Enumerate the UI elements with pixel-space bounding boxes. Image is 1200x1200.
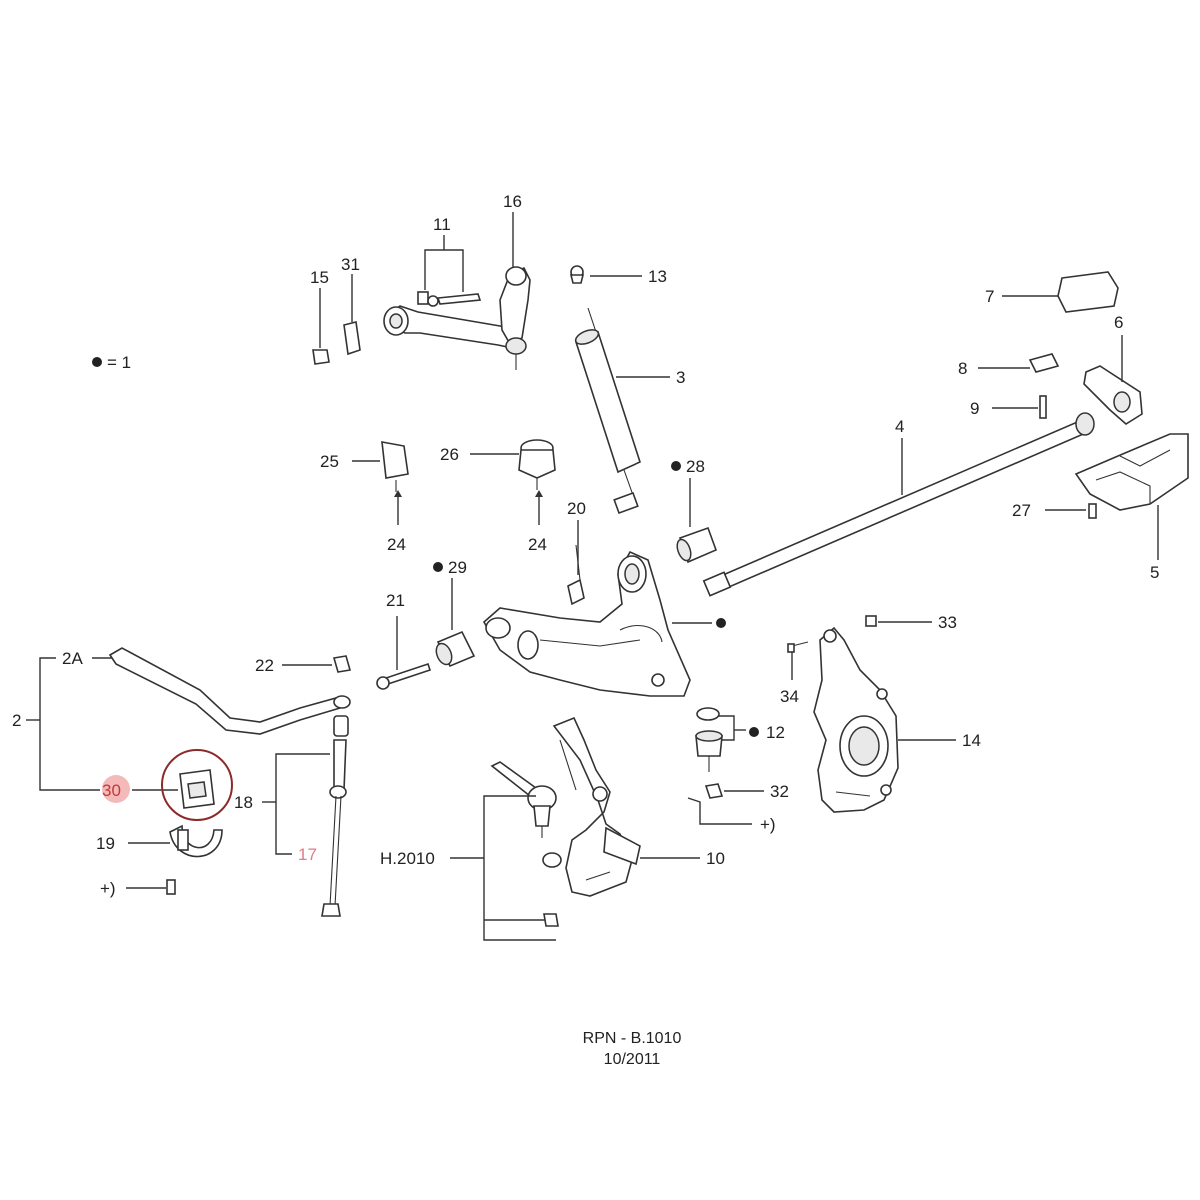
callout-34: 34 [780, 687, 799, 706]
footer: RPN - B.1010 10/2011 [583, 1030, 682, 1068]
callout-21: 21 [386, 591, 405, 610]
tie-rod-end[interactable]: H.2010 [380, 761, 559, 941]
nut-15[interactable]: 15 [310, 268, 330, 365]
callout-h2010: H.2010 [380, 849, 435, 868]
callout-15: 15 [310, 268, 329, 287]
footer-code: RPN - B.1010 [583, 1030, 682, 1047]
callout-14: 14 [962, 731, 981, 750]
legend: = 1 [92, 353, 131, 372]
bolt-34[interactable]: 34 [780, 641, 809, 706]
bushing-29[interactable]: 29 [433, 558, 476, 668]
bushing-30[interactable]: 30 [102, 749, 233, 821]
callout-7: 7 [985, 287, 994, 306]
callout-11: 11 [433, 215, 451, 234]
callout-4: 4 [895, 417, 904, 436]
clamp-19[interactable]: 19 +) [96, 824, 223, 898]
ball-joint-12[interactable]: 12 [695, 707, 785, 772]
bolt-11[interactable]: 11 [417, 215, 482, 307]
footer-date: 10/2011 [604, 1051, 661, 1068]
stabilizer-bar-2a[interactable]: 2A [62, 647, 351, 735]
assembly-2: 2 [12, 657, 100, 791]
bolt-21[interactable]: 21 [376, 591, 432, 690]
bracket-31[interactable]: 31 [341, 255, 361, 356]
callout-32: 32 [770, 782, 789, 801]
callout-17: 17 [298, 845, 317, 864]
callout-30: 30 [102, 781, 121, 800]
nut-32[interactable]: 32 +) [687, 782, 789, 834]
bolt-9[interactable]: 9 [970, 395, 1047, 419]
callout-5: 5 [1150, 563, 1159, 582]
bump-stop-26[interactable]: 26 24 [440, 439, 556, 554]
callout-24b: 24 [528, 535, 547, 554]
steering-knuckle-10[interactable]: 10 [542, 716, 725, 897]
callout-33: 33 [938, 613, 957, 632]
callout-20: 20 [567, 499, 586, 518]
shock-top-13[interactable]: 13 [569, 265, 667, 286]
callout-6: 6 [1114, 313, 1123, 332]
plus-label-a: +) [100, 879, 116, 898]
callout-13: 13 [648, 267, 667, 286]
key-8[interactable]: 8 [958, 353, 1060, 378]
callout-2a: 2A [62, 649, 83, 668]
callout-19: 19 [96, 834, 115, 853]
callout-8: 8 [958, 359, 967, 378]
nut-22[interactable]: 22 [255, 655, 352, 675]
callout-22: 22 [255, 656, 274, 675]
cover-7[interactable]: 7 [985, 271, 1119, 313]
callout-18: 18 [234, 793, 253, 812]
callout-2: 2 [12, 711, 21, 730]
shock-absorber-3[interactable]: 3 [574, 307, 686, 515]
bump-stop-25[interactable]: 25 24 [320, 441, 409, 554]
bolt-27[interactable]: 27 [1012, 501, 1097, 520]
bushing-28[interactable]: 28 [671, 457, 718, 564]
callout-28: 28 [686, 457, 705, 476]
stabilizer-link-18[interactable]: 18 17 [234, 715, 349, 917]
callout-26: 26 [440, 445, 459, 464]
callout-9: 9 [970, 399, 979, 418]
callout-25: 25 [320, 452, 339, 471]
bolt-20[interactable]: 20 [567, 499, 586, 606]
bracket-5[interactable]: 5 [1074, 433, 1189, 582]
callout-16: 16 [503, 192, 522, 211]
callout-12: 12 [766, 723, 785, 742]
bolt-33[interactable]: 33 [865, 613, 957, 632]
legend-text: = 1 [107, 353, 131, 372]
callout-31: 31 [341, 255, 360, 274]
callout-24a: 24 [387, 535, 406, 554]
callout-27: 27 [1012, 501, 1031, 520]
torsion-bar-4[interactable]: 4 [702, 412, 1095, 597]
lower-control-arm[interactable] [482, 550, 726, 697]
callout-3: 3 [676, 368, 685, 387]
plus-label-b: +) [760, 815, 776, 834]
anchor-arm-6[interactable]: 6 [1083, 313, 1143, 425]
knuckle-14[interactable]: 14 [813, 626, 981, 813]
callout-10: 10 [706, 849, 725, 868]
upper-control-arm[interactable]: 16 [383, 192, 531, 370]
callout-29: 29 [448, 558, 467, 577]
